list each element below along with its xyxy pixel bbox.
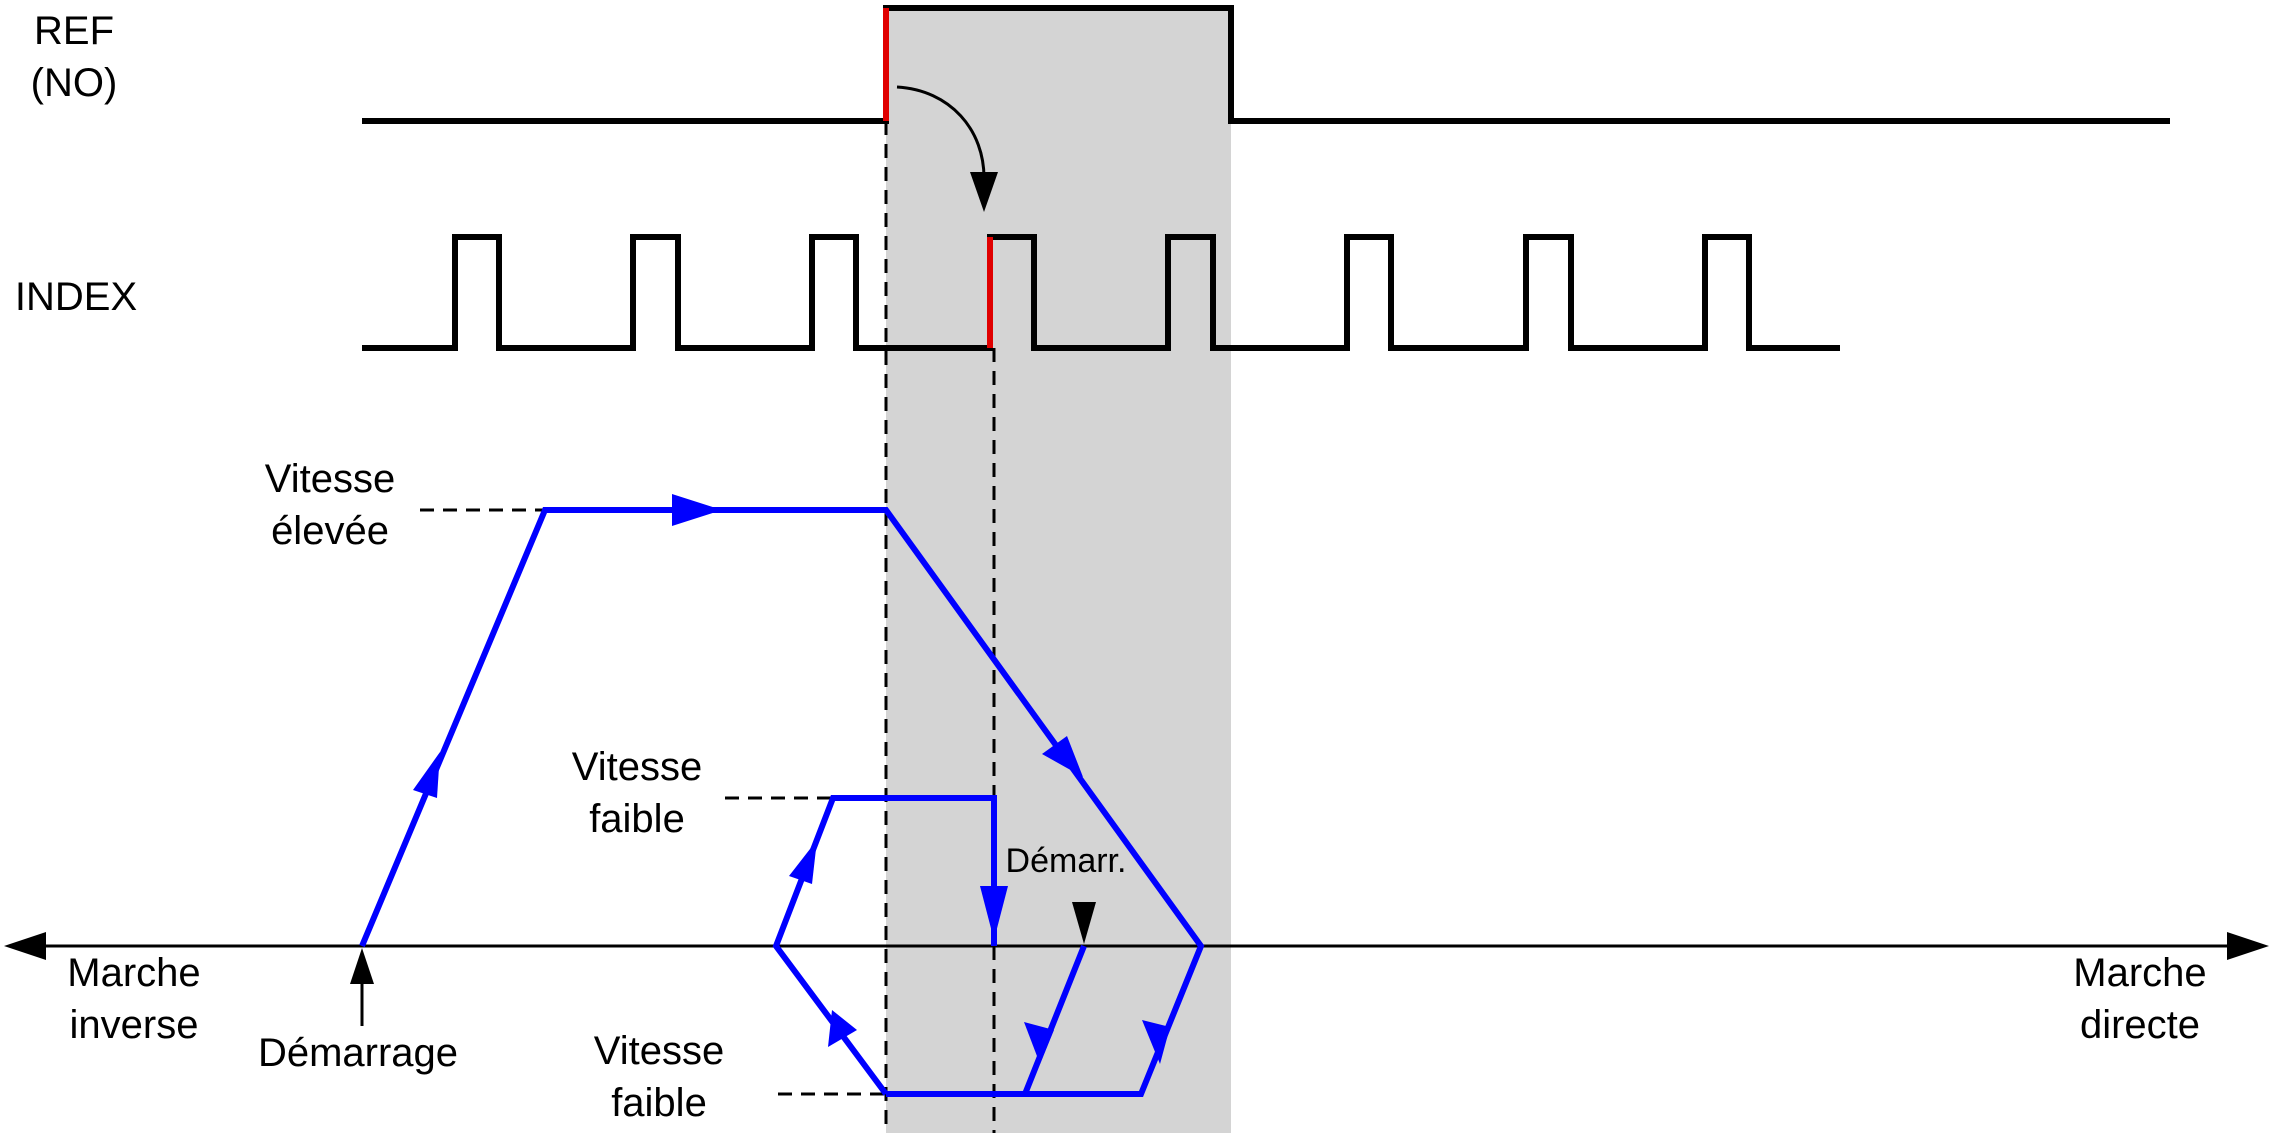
ref-to-index-arrow <box>896 85 986 181</box>
restart-arrowhead <box>1024 1022 1054 1064</box>
low-speed-up-arrowhead <box>789 840 817 884</box>
ref-label-line2: (NO) <box>31 61 118 105</box>
low-speed-lower-label-line1: Vitesse <box>594 1029 724 1073</box>
index-label: INDEX <box>15 275 137 319</box>
reverse-direction-label-line1: Marche <box>67 951 200 995</box>
start-marker-arrowhead <box>350 948 374 984</box>
accel-arrowhead <box>413 752 440 798</box>
decel-arrowhead <box>1042 736 1083 777</box>
reverse-direction-arrowhead <box>4 932 46 960</box>
restart-marker-label: Démarr. <box>1006 842 1127 880</box>
high-speed-trajectory <box>359 507 1205 1097</box>
low-speed-upper-label-line1: Vitesse <box>572 745 702 789</box>
high-speed-arrowhead <box>672 494 722 526</box>
forward-direction-label-line1: Marche <box>2073 951 2206 995</box>
low-speed-down-arrowhead <box>980 886 1008 940</box>
restart-marker-arrowhead <box>1072 902 1096 944</box>
start-marker-label: Démarrage <box>258 1031 458 1075</box>
high-speed-label-line1: Vitesse <box>265 457 395 501</box>
ref-to-index-arrowhead <box>970 172 998 212</box>
low-speed-lower-label-line2: faible <box>611 1081 707 1125</box>
ref-signal <box>362 5 2170 124</box>
index-signal <box>362 234 1840 351</box>
forward-direction-arrowhead <box>2227 932 2269 960</box>
forward-direction-label-line2: directe <box>2080 1003 2200 1047</box>
high-speed-label-line2: élevée <box>271 509 389 553</box>
ref-label-line1: REF <box>34 9 114 53</box>
ref-active-window <box>886 8 1231 1133</box>
reverse-low-speed-arrowhead <box>828 1010 857 1047</box>
forward-return-arrowhead <box>1142 1020 1170 1064</box>
low-speed-trajectory <box>772 795 997 1096</box>
low-speed-upper-label-line2: faible <box>589 797 685 841</box>
restart-trajectory <box>1022 944 1087 1096</box>
reverse-direction-label-line2: inverse <box>70 1003 199 1047</box>
